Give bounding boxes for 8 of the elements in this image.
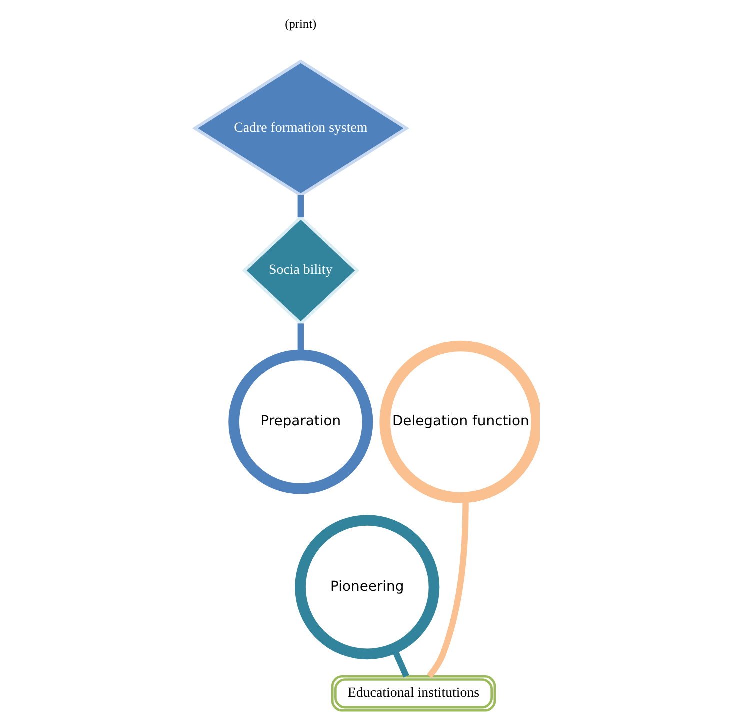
node-circle: Pioneering bbox=[294, 515, 440, 660]
label: (print) bbox=[284, 17, 316, 32]
connector bbox=[297, 195, 304, 218]
node-circle: Preparation bbox=[228, 350, 373, 494]
node-diamond: Cadre formation system bbox=[192, 60, 409, 198]
node-circle: Delegation function bbox=[379, 340, 540, 504]
node-box: Educational institutions bbox=[330, 675, 496, 712]
node-diamond: Socia bility bbox=[242, 216, 360, 326]
